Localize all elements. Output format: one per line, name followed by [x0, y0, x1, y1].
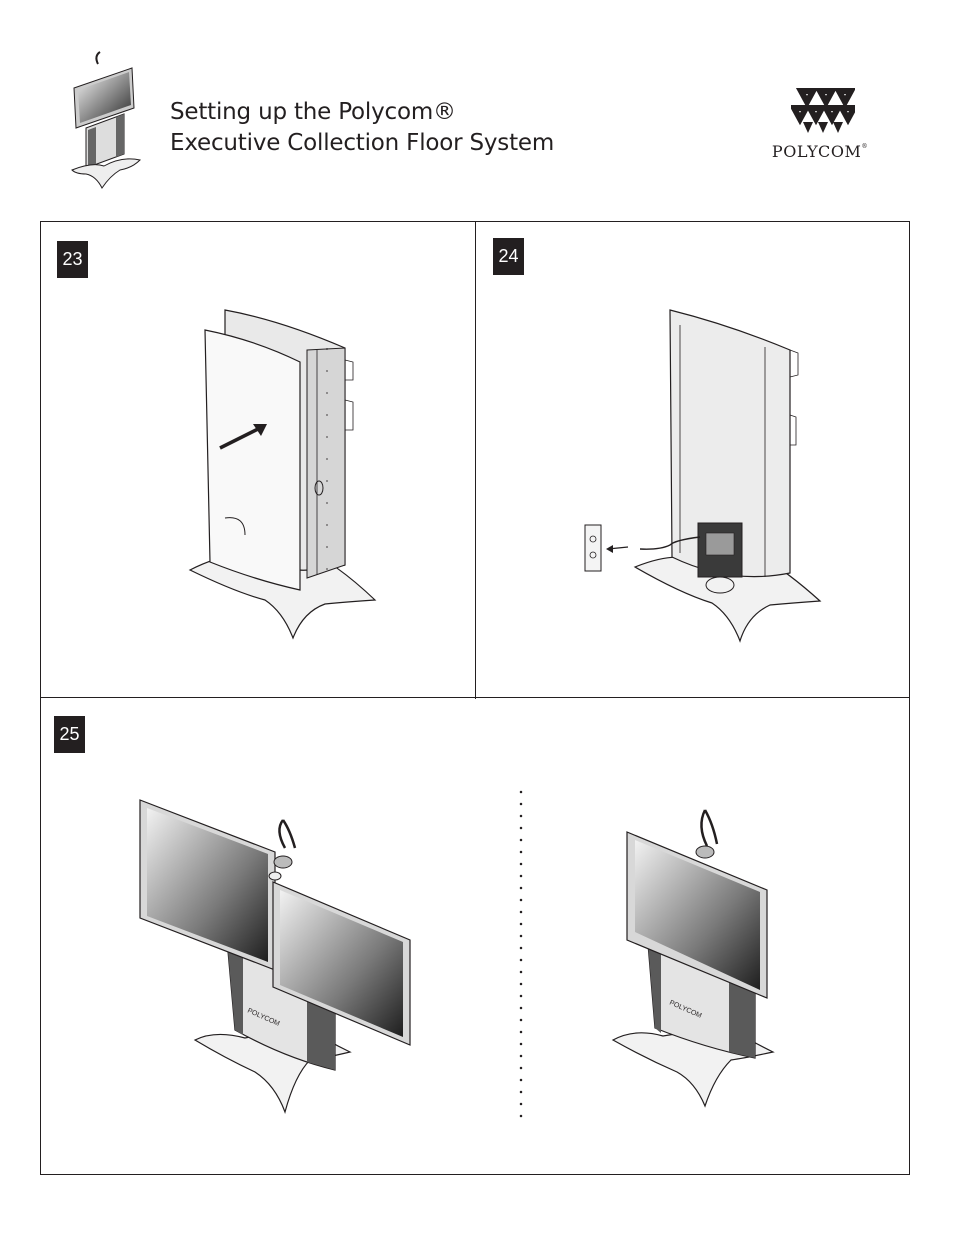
step-25-single-monitor-illustration: POLYCOM	[611, 809, 775, 1108]
step-number-24: 24	[493, 238, 524, 275]
title-line-1: Setting up the Polycom®	[170, 99, 456, 125]
logo-brand: POLYCOM	[771, 142, 862, 161]
step-number-23: 23	[57, 241, 88, 278]
polycom-logo: POLYCOM®	[760, 86, 880, 166]
step-25-dual-monitor-illustration: POLYCOM	[139, 799, 411, 1114]
polycom-triangles-icon	[791, 88, 855, 133]
step-number-25: 25	[54, 716, 85, 753]
product-thumbnail-icon	[71, 51, 141, 189]
logo-trademark: ®	[861, 143, 869, 150]
step-24-connect-power-illustration	[584, 309, 822, 643]
page-title: Setting up the Polycom® Executive Collec…	[170, 97, 554, 159]
logo-wordmark: POLYCOM®	[760, 142, 880, 161]
title-line-2: Executive Collection Floor System	[170, 130, 555, 156]
configuration-separator	[519, 790, 523, 1120]
panel-divider-vertical	[475, 221, 476, 699]
step-23-attach-cover-illustration	[188, 309, 377, 640]
